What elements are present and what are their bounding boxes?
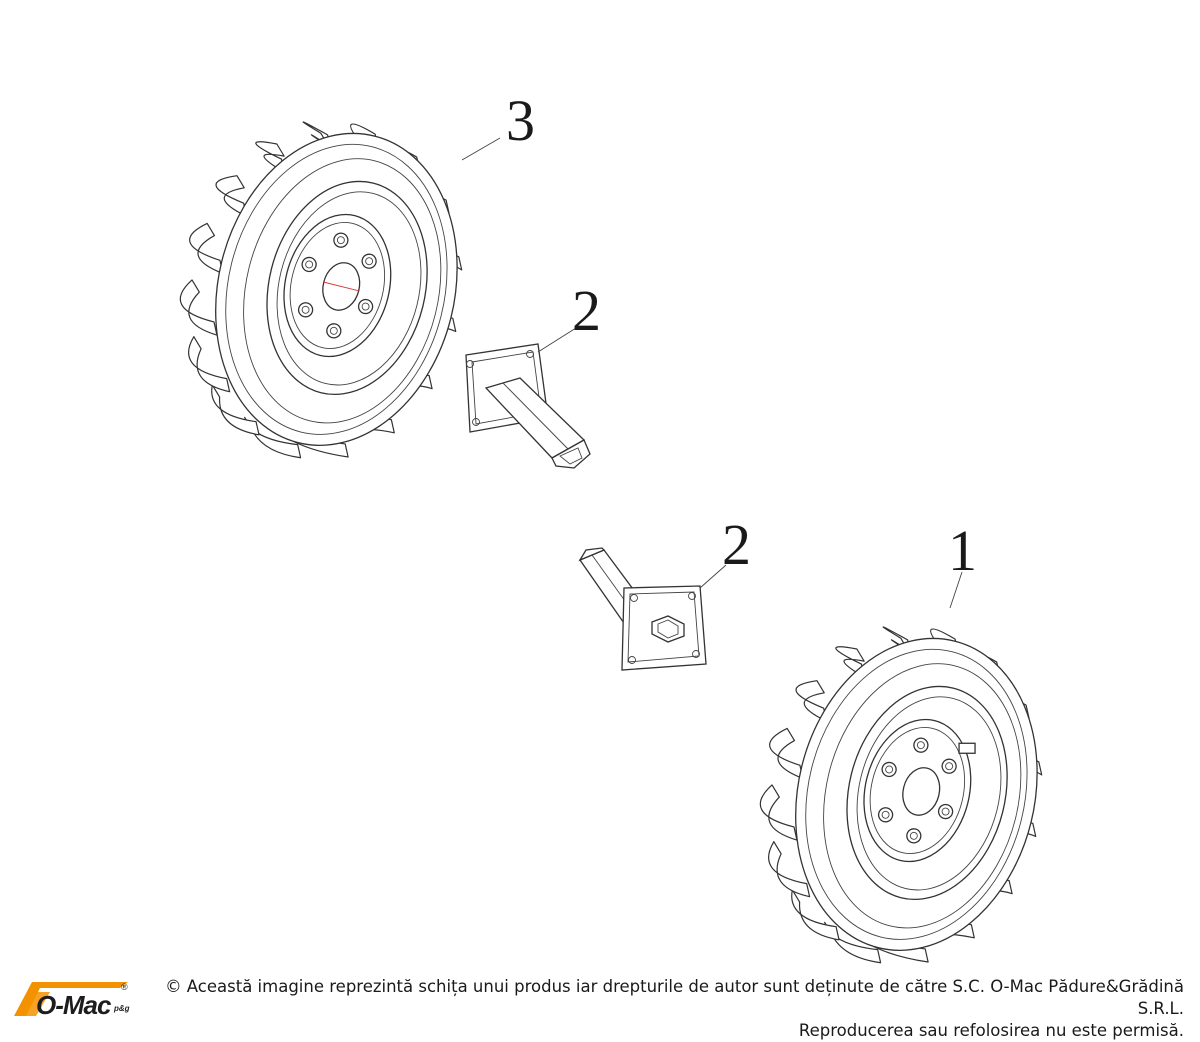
logo-suffix: p&g (114, 1004, 130, 1013)
bolt-nut (913, 737, 929, 753)
callout-part-3: 3 (506, 88, 535, 153)
bolt-nut (941, 758, 957, 774)
tread-lug (211, 384, 260, 436)
bolt-nut (937, 803, 954, 820)
bolt-nut (301, 256, 317, 273)
tread-lug (791, 889, 840, 941)
tread-lug (769, 727, 804, 780)
axle-adapter-lower (578, 547, 707, 671)
tread-lug (215, 175, 248, 217)
tread-lug (189, 222, 224, 275)
omac-logo: O-Mac p&g ® (10, 976, 138, 1020)
callout-part-1: 1 (948, 518, 977, 583)
bolt-nut-center (329, 326, 338, 335)
bolt-nut (326, 323, 342, 339)
footer: O-Mac p&g ® © Această imagine reprezintă… (0, 968, 1200, 1040)
tread-lug (188, 336, 231, 393)
axle-adapter-upper (465, 343, 591, 469)
bolt-nut-center (941, 807, 950, 816)
logo-swoosh-icon (14, 982, 128, 1016)
bolt-nut-center (945, 762, 954, 771)
wheel-3 (179, 121, 463, 459)
bolt-nut-center (361, 302, 370, 311)
bolt-nut-center (916, 741, 925, 750)
callout-part-2-upper: 2 (572, 278, 601, 343)
wheel-3-bolts (297, 232, 377, 339)
leader-lines (461, 137, 963, 609)
bolt-nut (333, 232, 349, 248)
tread-lug (179, 279, 218, 336)
copyright-line-2: Reproducerea sau refolosirea nu este per… (798, 1021, 1184, 1040)
bolt-nut-center (365, 257, 374, 266)
tread-lug (768, 841, 811, 898)
logo-registered-mark: ® (121, 982, 128, 992)
bolt-nut (361, 253, 377, 269)
bolt-nut (297, 302, 314, 318)
bolt-nut-center (909, 831, 918, 840)
bolt-nut (881, 761, 897, 778)
logo-text: O-Mac (36, 990, 111, 1020)
tread-lug (795, 680, 828, 722)
bolt-nut-center (881, 810, 890, 819)
bolt-nut (906, 828, 922, 844)
bolt-nut-center (301, 305, 310, 314)
copyright-notice: © Această imagine reprezintă schița unui… (144, 976, 1184, 1042)
wheel-1 (759, 626, 1043, 964)
copyright-line-1: © Această imagine reprezintă schița unui… (165, 977, 1184, 1018)
bolt-nut-center (885, 765, 894, 774)
bolt-nut (357, 298, 374, 315)
callout-part-2-lower: 2 (722, 512, 751, 577)
bolt-nut (877, 807, 894, 823)
tread-lug (759, 784, 798, 841)
wheel-1-bolts (877, 737, 957, 844)
bolt-nut-center (305, 260, 314, 269)
bolt-nut-center (336, 236, 345, 245)
